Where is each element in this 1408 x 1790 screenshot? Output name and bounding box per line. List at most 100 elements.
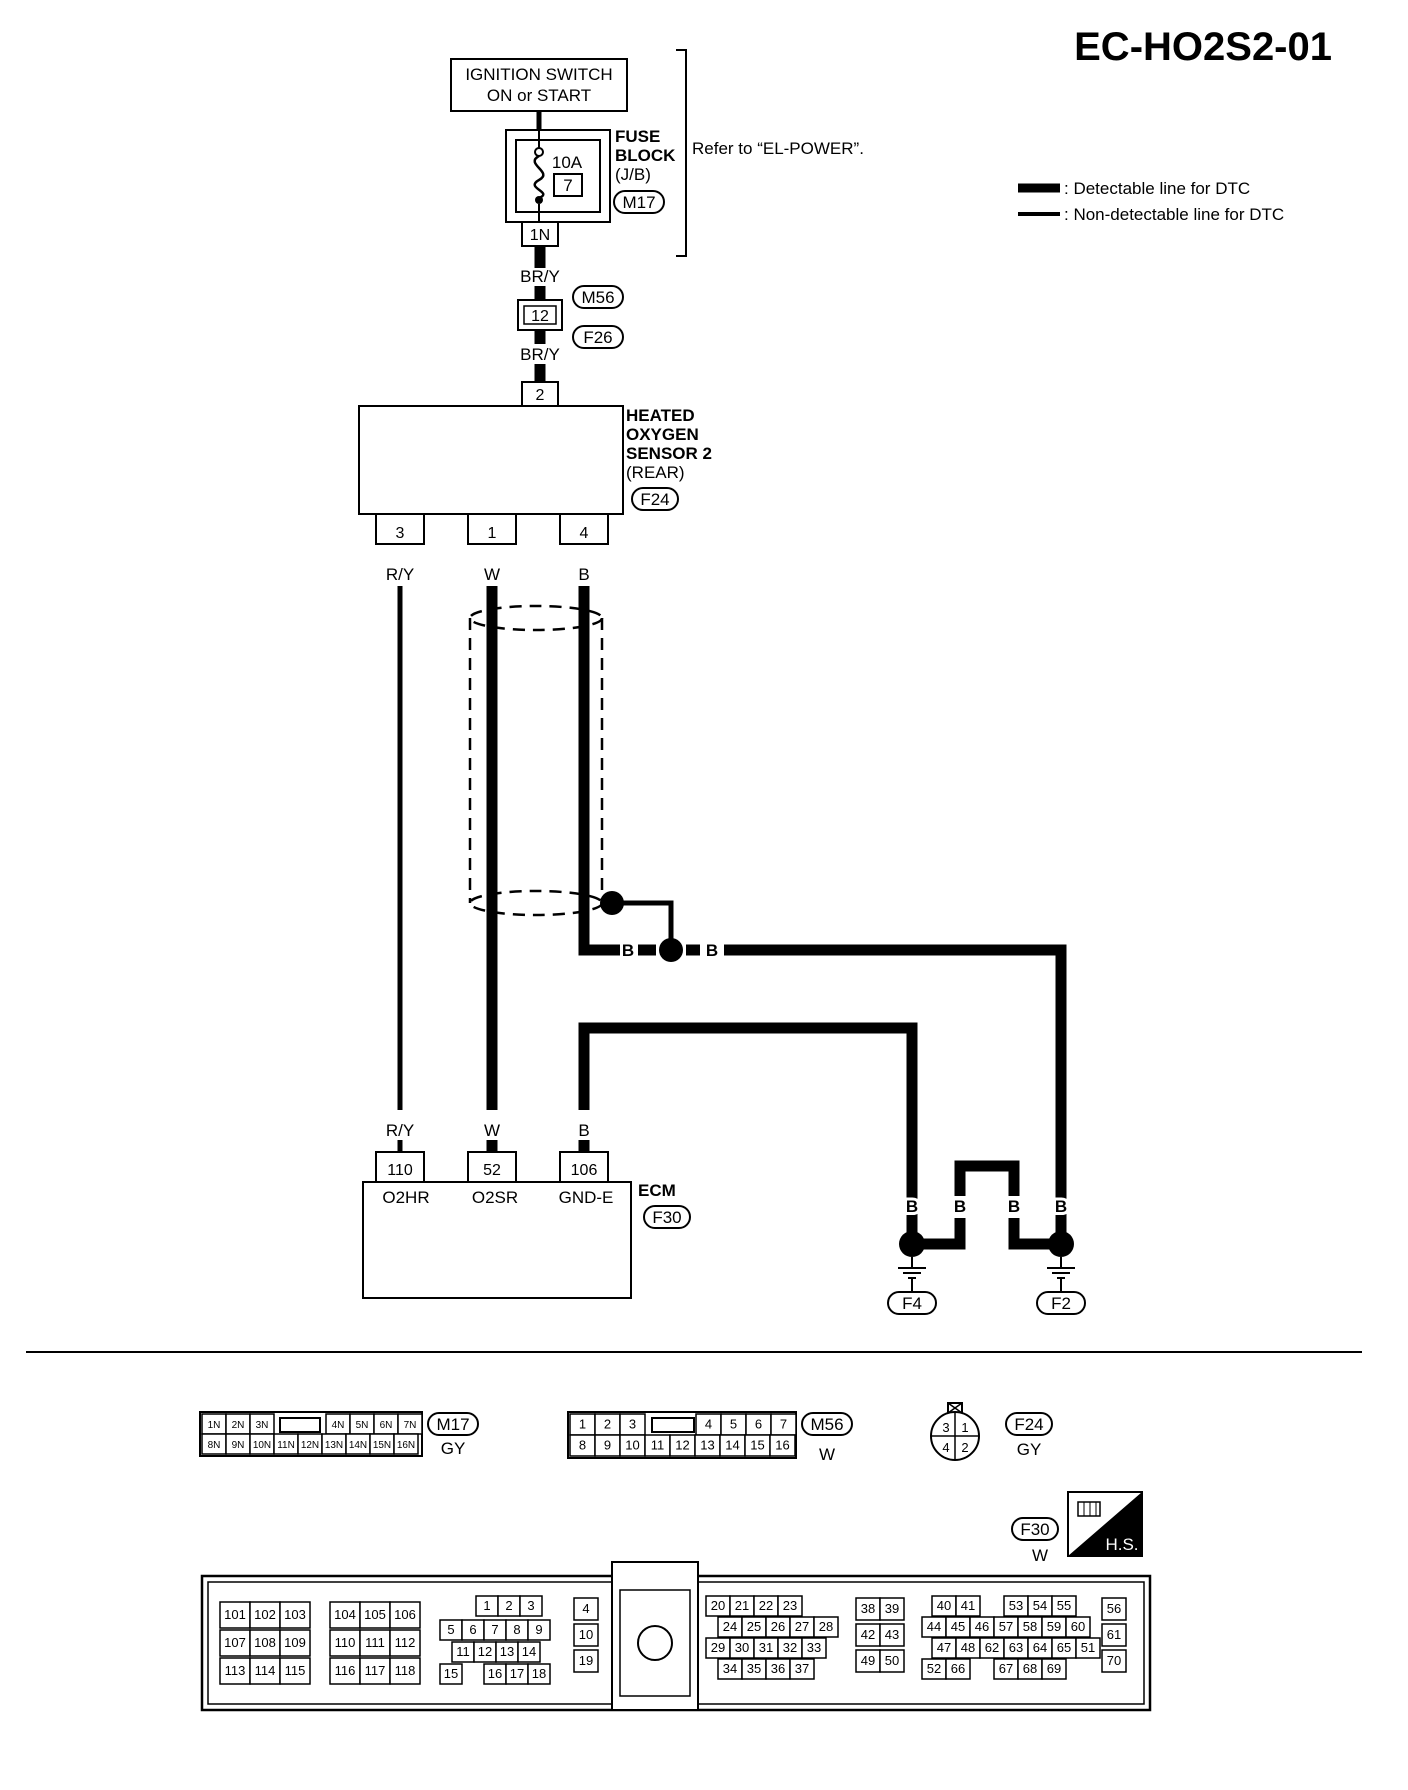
terminal-number: 8 [579, 1438, 586, 1453]
terminal-number: 66 [951, 1661, 965, 1676]
sensor-connector: F24 [640, 490, 669, 509]
m56-badge [572, 285, 624, 309]
legend-detectable: : Detectable line for DTC [1064, 179, 1250, 198]
terminal-number: 49 [861, 1653, 875, 1668]
terminal-number: 2 [604, 1417, 611, 1432]
ecm-pin-2: 52 [483, 1162, 501, 1179]
terminal-number: 11 [456, 1644, 470, 1659]
terminal-number: 7N [404, 1420, 417, 1431]
terminal-number: 105 [364, 1607, 386, 1622]
g2-bg [948, 1196, 972, 1218]
joint-connector-inner [523, 305, 557, 325]
terminal-number: 106 [394, 1607, 416, 1622]
terminal-number: 4 [582, 1601, 589, 1616]
m17-view-id: M17 [436, 1415, 469, 1434]
terminal-number: 60 [1071, 1619, 1085, 1634]
terminal-number: 25 [747, 1619, 761, 1634]
ecm-pin-3: 106 [571, 1162, 598, 1179]
ignition-label-1: IGNITION SWITCH [465, 65, 612, 84]
terminal-number: 18 [532, 1666, 546, 1681]
ecm-label: ECM [638, 1181, 676, 1200]
terminal-number: 115 [285, 1663, 306, 1678]
wire-b-shield [578, 586, 620, 956]
terminal-number: 51 [1081, 1640, 1095, 1655]
terminal-number: 17 [510, 1666, 524, 1681]
hs-badge-fill [1068, 1492, 1142, 1556]
terminal-cell [389, 1629, 421, 1657]
terminal-number: 5 [730, 1417, 737, 1432]
f24-view-key-x2 [947, 1402, 963, 1414]
terminal-cell [329, 1629, 361, 1657]
terminal-cell [879, 1649, 905, 1673]
terminal-number: 11 [651, 1438, 665, 1453]
hs-badge: H.S. [1067, 1491, 1143, 1557]
terminal-number: 24 [723, 1619, 737, 1634]
terminal-number: 45 [951, 1619, 965, 1634]
fuse-label-3: (J/B) [615, 165, 651, 184]
terminal-number: 30 [735, 1640, 749, 1655]
sensor-pin-c: 4 [580, 525, 589, 542]
gnd-e-wire [578, 1022, 918, 1190]
sensor-pin-b: 1 [488, 525, 497, 542]
terminal-cell [573, 1649, 599, 1673]
wire-label-b-top: B [578, 565, 589, 584]
wire-label-b-mid1: B [622, 941, 634, 960]
terminal-number: 118 [395, 1663, 416, 1678]
sensor-label-3: SENSOR 2 [626, 444, 712, 463]
wire-label-w-top: W [484, 565, 500, 584]
f24-pin-3: 4 [942, 1440, 949, 1455]
wire-label-g2: B [954, 1197, 966, 1216]
terminal-number: 102 [254, 1607, 276, 1622]
f30-view-badge [1011, 1517, 1059, 1541]
terminal-number: 108 [254, 1635, 276, 1650]
f24-view-badge [1005, 1412, 1053, 1436]
terminal-number: 10N [253, 1440, 271, 1451]
terminal-number: 43 [885, 1627, 899, 1642]
terminal-cell [573, 1597, 599, 1621]
terminal-number: 109 [284, 1635, 306, 1650]
terminal-number: 111 [365, 1635, 385, 1650]
fuse-connector-label: M17 [622, 193, 655, 212]
terminal-cell [359, 1629, 391, 1657]
terminal-number: 67 [999, 1661, 1013, 1676]
terminal-number: 15 [750, 1438, 764, 1453]
terminal-number: 39 [885, 1601, 899, 1616]
terminal-number: 5 [447, 1622, 454, 1637]
terminal-number: 59 [1047, 1619, 1061, 1634]
ecm-pin-1: 110 [387, 1162, 413, 1179]
ground-icon-right [1047, 1267, 1075, 1279]
hand-icon [1077, 1501, 1101, 1517]
terminal-number: 10 [579, 1627, 593, 1642]
fuse-terminal-bottom [535, 196, 543, 204]
terminal-number: 26 [771, 1619, 785, 1634]
g4-halo: B [1055, 1197, 1067, 1216]
terminal-cell [439, 1663, 463, 1685]
terminal-number: 32 [783, 1640, 797, 1655]
terminal-cell [519, 1595, 543, 1617]
terminal-number: 9 [535, 1622, 542, 1637]
fuse-number-box [553, 173, 583, 197]
terminal-cell [527, 1663, 551, 1685]
terminal-cell [359, 1657, 391, 1685]
terminal-cell [801, 1637, 827, 1659]
terminal-number: 57 [999, 1619, 1013, 1634]
f30-view-center-hole [637, 1625, 673, 1661]
fuse-number: 7 [563, 176, 572, 195]
fuse-terminal-label: 1N [530, 227, 550, 244]
sensor-pin-a: 3 [396, 525, 405, 542]
terminal-number: 114 [255, 1663, 276, 1678]
terminal-number: 9N [232, 1440, 245, 1451]
terminal-number: 12N [301, 1440, 319, 1451]
terminal-number: 61 [1107, 1627, 1121, 1642]
terminal-cell [955, 1595, 981, 1617]
ground-dot-left [899, 1231, 925, 1257]
sensor-pin1-tab [467, 513, 517, 545]
sensor-label-2: OXYGEN [626, 425, 699, 444]
terminal-number: 104 [334, 1607, 356, 1622]
terminal-cell [813, 1616, 839, 1638]
terminal-number: 46 [975, 1619, 989, 1634]
terminal-number: 7 [780, 1417, 787, 1432]
terminal-number: 70 [1107, 1653, 1121, 1668]
